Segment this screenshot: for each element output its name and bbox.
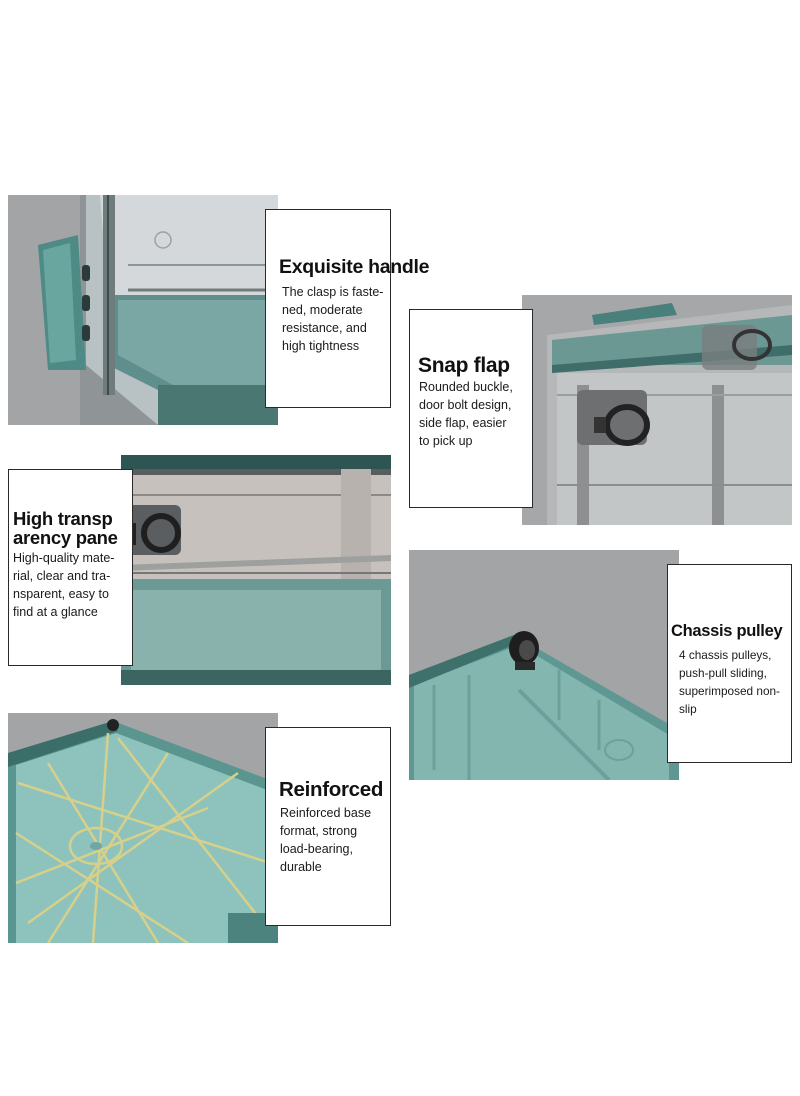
photo-handle xyxy=(8,195,278,425)
photo-chassis-pulley xyxy=(409,550,679,780)
feature-title-handle: Exquisite handle xyxy=(279,256,430,278)
feature-title-transparent: High transp arency pane xyxy=(13,509,118,547)
title-line: High transp xyxy=(13,508,113,529)
desc-line: The clasp is faste- xyxy=(282,285,384,299)
desc-line: find at a glance xyxy=(13,605,98,619)
feature-desc-snap: Rounded buckle, door bolt design, side f… xyxy=(419,378,513,450)
callout-snap-flap: Snap flap Rounded buckle, door bolt desi… xyxy=(409,309,533,508)
feature-desc-transparent: High-quality mate- rial, clear and tra- … xyxy=(13,549,114,621)
callout-transparent-pane: High transp arency pane High-quality mat… xyxy=(8,469,133,666)
feature-desc-handle: The clasp is faste- ned, moderate resist… xyxy=(282,283,383,355)
photo-snap-flap xyxy=(522,295,792,525)
desc-line: ned, moderate xyxy=(282,303,363,317)
title-line: arency pane xyxy=(13,527,118,548)
photo-transparent-pane xyxy=(121,455,391,685)
desc-line: nsparent, easy to xyxy=(13,587,109,601)
desc-line: format, strong xyxy=(280,824,358,838)
feature-title-pulley: Chassis pulley xyxy=(671,622,783,640)
desc-line: Rounded buckle, xyxy=(419,380,513,394)
callout-exquisite-handle: Exquisite handle The clasp is faste- ned… xyxy=(265,209,429,408)
desc-line: side flap, easier xyxy=(419,416,507,430)
desc-line: durable xyxy=(280,860,322,874)
desc-line: Reinforced base xyxy=(280,806,372,820)
feature-desc-reinforced: Reinforced base format, strong load-bear… xyxy=(280,804,371,876)
desc-line: push-pull sliding, xyxy=(679,666,767,680)
desc-line: 4 chassis pulleys, xyxy=(679,648,772,662)
desc-line: load-bearing, xyxy=(280,842,353,856)
desc-line: rial, clear and tra- xyxy=(13,569,111,583)
photo-reinforced-base xyxy=(8,713,278,943)
feature-desc-pulley: 4 chassis pulleys, push-pull sliding, su… xyxy=(679,646,780,718)
desc-line: superimposed non- xyxy=(679,684,780,698)
desc-line: resistance, and xyxy=(282,321,367,335)
desc-line: High-quality mate- xyxy=(13,551,115,565)
callout-reinforced: Reinforced Reinforced base format, stron… xyxy=(265,727,391,926)
desc-line: door bolt design, xyxy=(419,398,512,412)
feature-title-snap: Snap flap xyxy=(418,354,510,377)
callout-chassis-pulley: Chassis pulley 4 chassis pulleys, push-p… xyxy=(667,564,792,763)
feature-title-reinforced: Reinforced xyxy=(279,778,384,801)
desc-line: slip xyxy=(679,702,697,716)
desc-line: high tightness xyxy=(282,339,360,353)
desc-line: to pick up xyxy=(419,434,473,448)
